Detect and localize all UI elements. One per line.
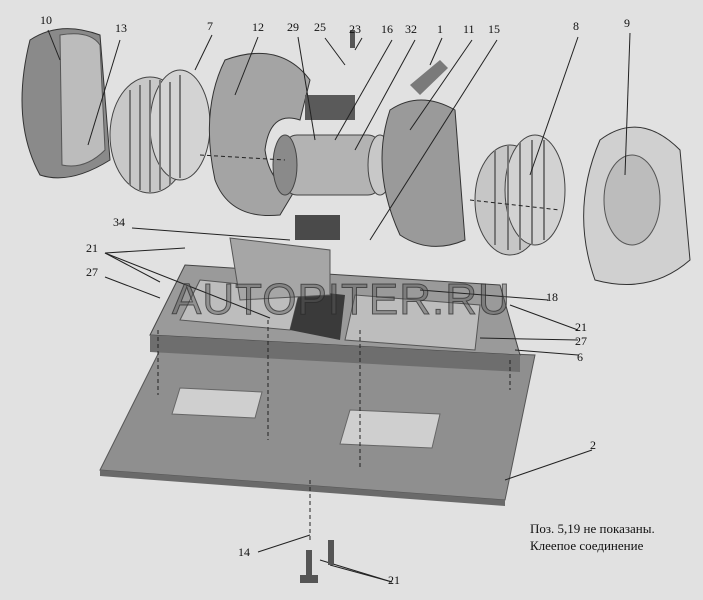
lower-scroll	[229, 237, 331, 301]
callout-8: 8	[573, 19, 579, 33]
callout-34: 34	[113, 215, 125, 229]
callout-32: 32	[405, 22, 417, 36]
left-impeller	[109, 69, 211, 194]
caption-not-shown: Поз. 5,19 не показаны.	[530, 521, 655, 536]
callout-21-bottom: 21	[388, 573, 400, 587]
right-impeller	[474, 134, 566, 256]
bolts	[300, 30, 355, 583]
base-plate	[99, 339, 536, 506]
callout-15: 15	[488, 22, 500, 36]
callout-23: 23	[349, 22, 361, 36]
callout-14: 14	[238, 545, 250, 559]
callout-25: 25	[314, 20, 326, 34]
callout-6: 6	[577, 350, 583, 364]
callout-12: 12	[252, 20, 264, 34]
right-scroll	[381, 99, 466, 247]
callout-21-right: 21	[575, 320, 587, 334]
caption-glued-joint: Клеепое соединение	[530, 538, 644, 553]
callout-21-left: 21	[86, 241, 98, 255]
callout-7: 7	[207, 19, 213, 33]
callout-11: 11	[463, 22, 475, 36]
callout-16: 16	[381, 22, 393, 36]
axis-lines	[157, 154, 561, 540]
callout-29: 29	[287, 20, 299, 34]
callout-27-left: 27	[86, 265, 98, 279]
callout-2: 2	[590, 438, 596, 452]
callout-27-right: 27	[575, 334, 587, 348]
callout-10: 10	[40, 13, 52, 27]
callout-13: 13	[115, 21, 127, 35]
watermark: AUTOPITER.RU	[172, 275, 511, 324]
callout-9: 9	[624, 16, 630, 30]
callout-1: 1	[437, 22, 443, 36]
callout-18: 18	[546, 290, 558, 304]
